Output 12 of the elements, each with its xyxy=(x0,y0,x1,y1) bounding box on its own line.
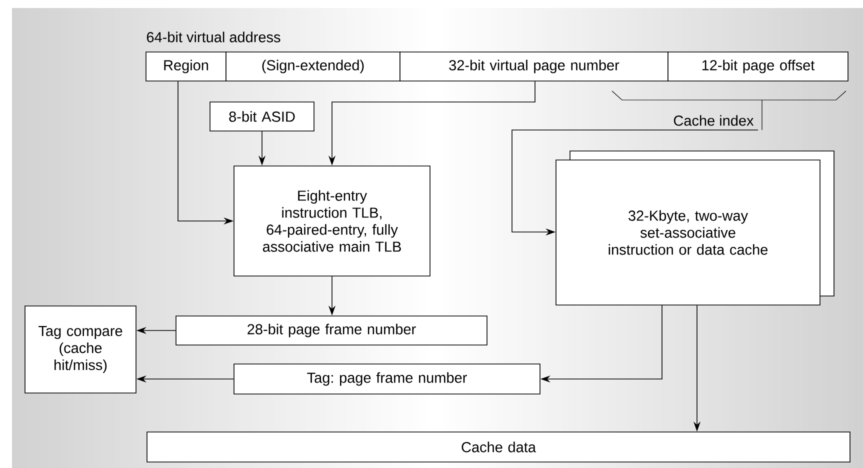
address-field: 12-bit page offset xyxy=(668,52,848,82)
compare-box: Tag compare (cache hit/miss) xyxy=(24,306,136,394)
address-field: Region xyxy=(146,52,226,82)
tlb-box: Eight-entry instruction TLB, 64-paired-entry, fully associative main TLB xyxy=(234,166,430,276)
field-box: 28-bit page frame number xyxy=(176,316,488,346)
field-box: Tag: page frame number xyxy=(234,364,540,394)
asid-box: 8-bit ASID xyxy=(210,102,314,132)
data-bar: Cache data xyxy=(146,432,850,462)
cache-box: 32-Kbyte, two-way set-associative instruction or data cache xyxy=(556,150,834,306)
index-label: Cache index xyxy=(674,115,754,126)
address-field: 32-bit virtual page number xyxy=(400,52,668,82)
heading-label: 64-bit virtual address xyxy=(146,32,280,42)
